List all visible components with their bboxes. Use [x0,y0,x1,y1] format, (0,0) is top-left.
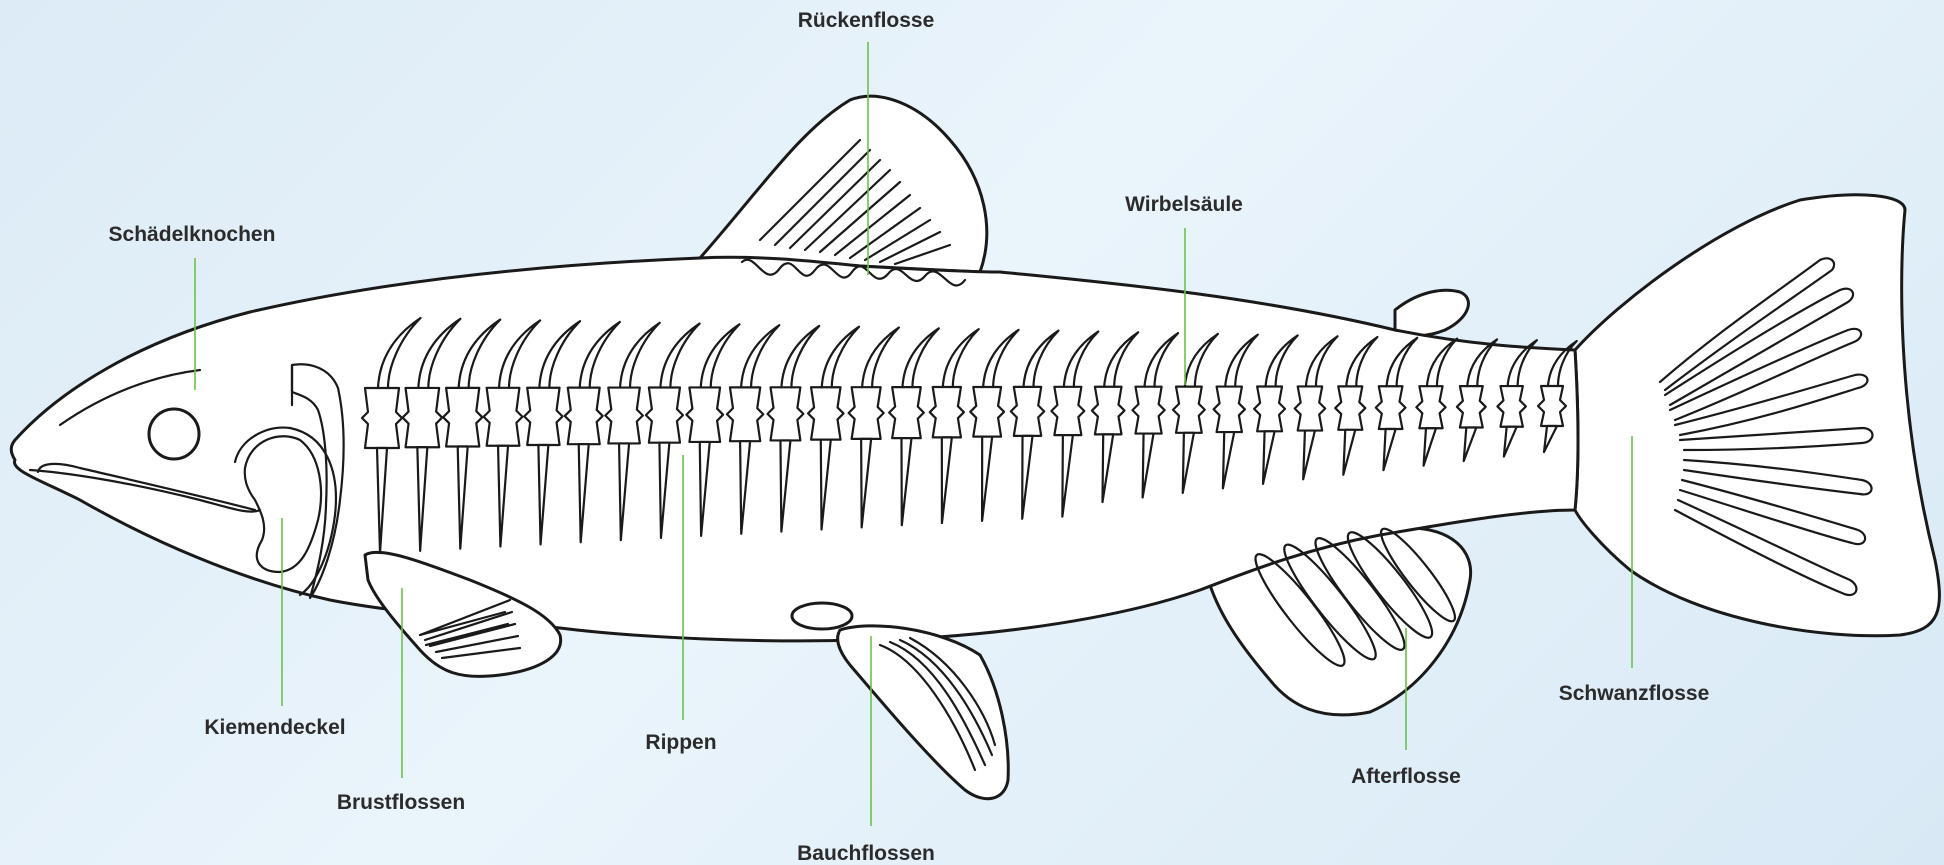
vertebra [1457,386,1486,427]
pelvic-bone [792,603,852,629]
vertebra [524,388,562,445]
vertebra [443,388,482,447]
vertebra [1538,386,1566,426]
label-rippen: Rippen [645,731,716,754]
label-wirbelsaeule: Wirbelsäule [1125,193,1243,216]
tail-fin-outline [1575,195,1939,636]
vertebra [849,387,884,439]
vertebra [605,388,643,444]
vertebra [1254,386,1285,431]
vertebra [1173,387,1205,433]
vertebra [970,387,1004,437]
adipose-fin-outline [1395,290,1468,335]
vertebra [1132,387,1164,434]
label-afterflosse: Afterflosse [1351,765,1461,788]
vertebra [889,387,924,438]
vertebra [1011,387,1044,436]
dorsal-fin-outline [700,96,987,272]
vertebra [727,387,763,441]
label-kiemendeckel: Kiemendeckel [204,716,345,739]
vertebra [1497,386,1525,427]
vertebra [1295,386,1325,430]
vertebra [1376,386,1406,429]
vertebra [1335,386,1365,429]
vertebra [686,387,723,441]
label-rueckenflosse: Rückenflosse [798,9,935,32]
label-brustflossen: Brustflossen [337,791,465,814]
vertebra [768,387,804,440]
label-bauchflossen: Bauchflossen [797,842,935,865]
vertebra [362,388,402,448]
vertebra [1214,387,1245,433]
vertebra [808,387,843,439]
vertebra [403,388,443,447]
vertebra [1416,386,1445,428]
vertebra [930,387,964,437]
vertebra [1092,387,1125,435]
vertebra [1051,387,1084,435]
vertebra [565,388,603,445]
label-schwanzflosse: Schwanzflosse [1559,682,1710,705]
vertebra [484,388,523,446]
vertebra [646,388,683,443]
label-schaedelknochen: Schädelknochen [109,223,276,246]
